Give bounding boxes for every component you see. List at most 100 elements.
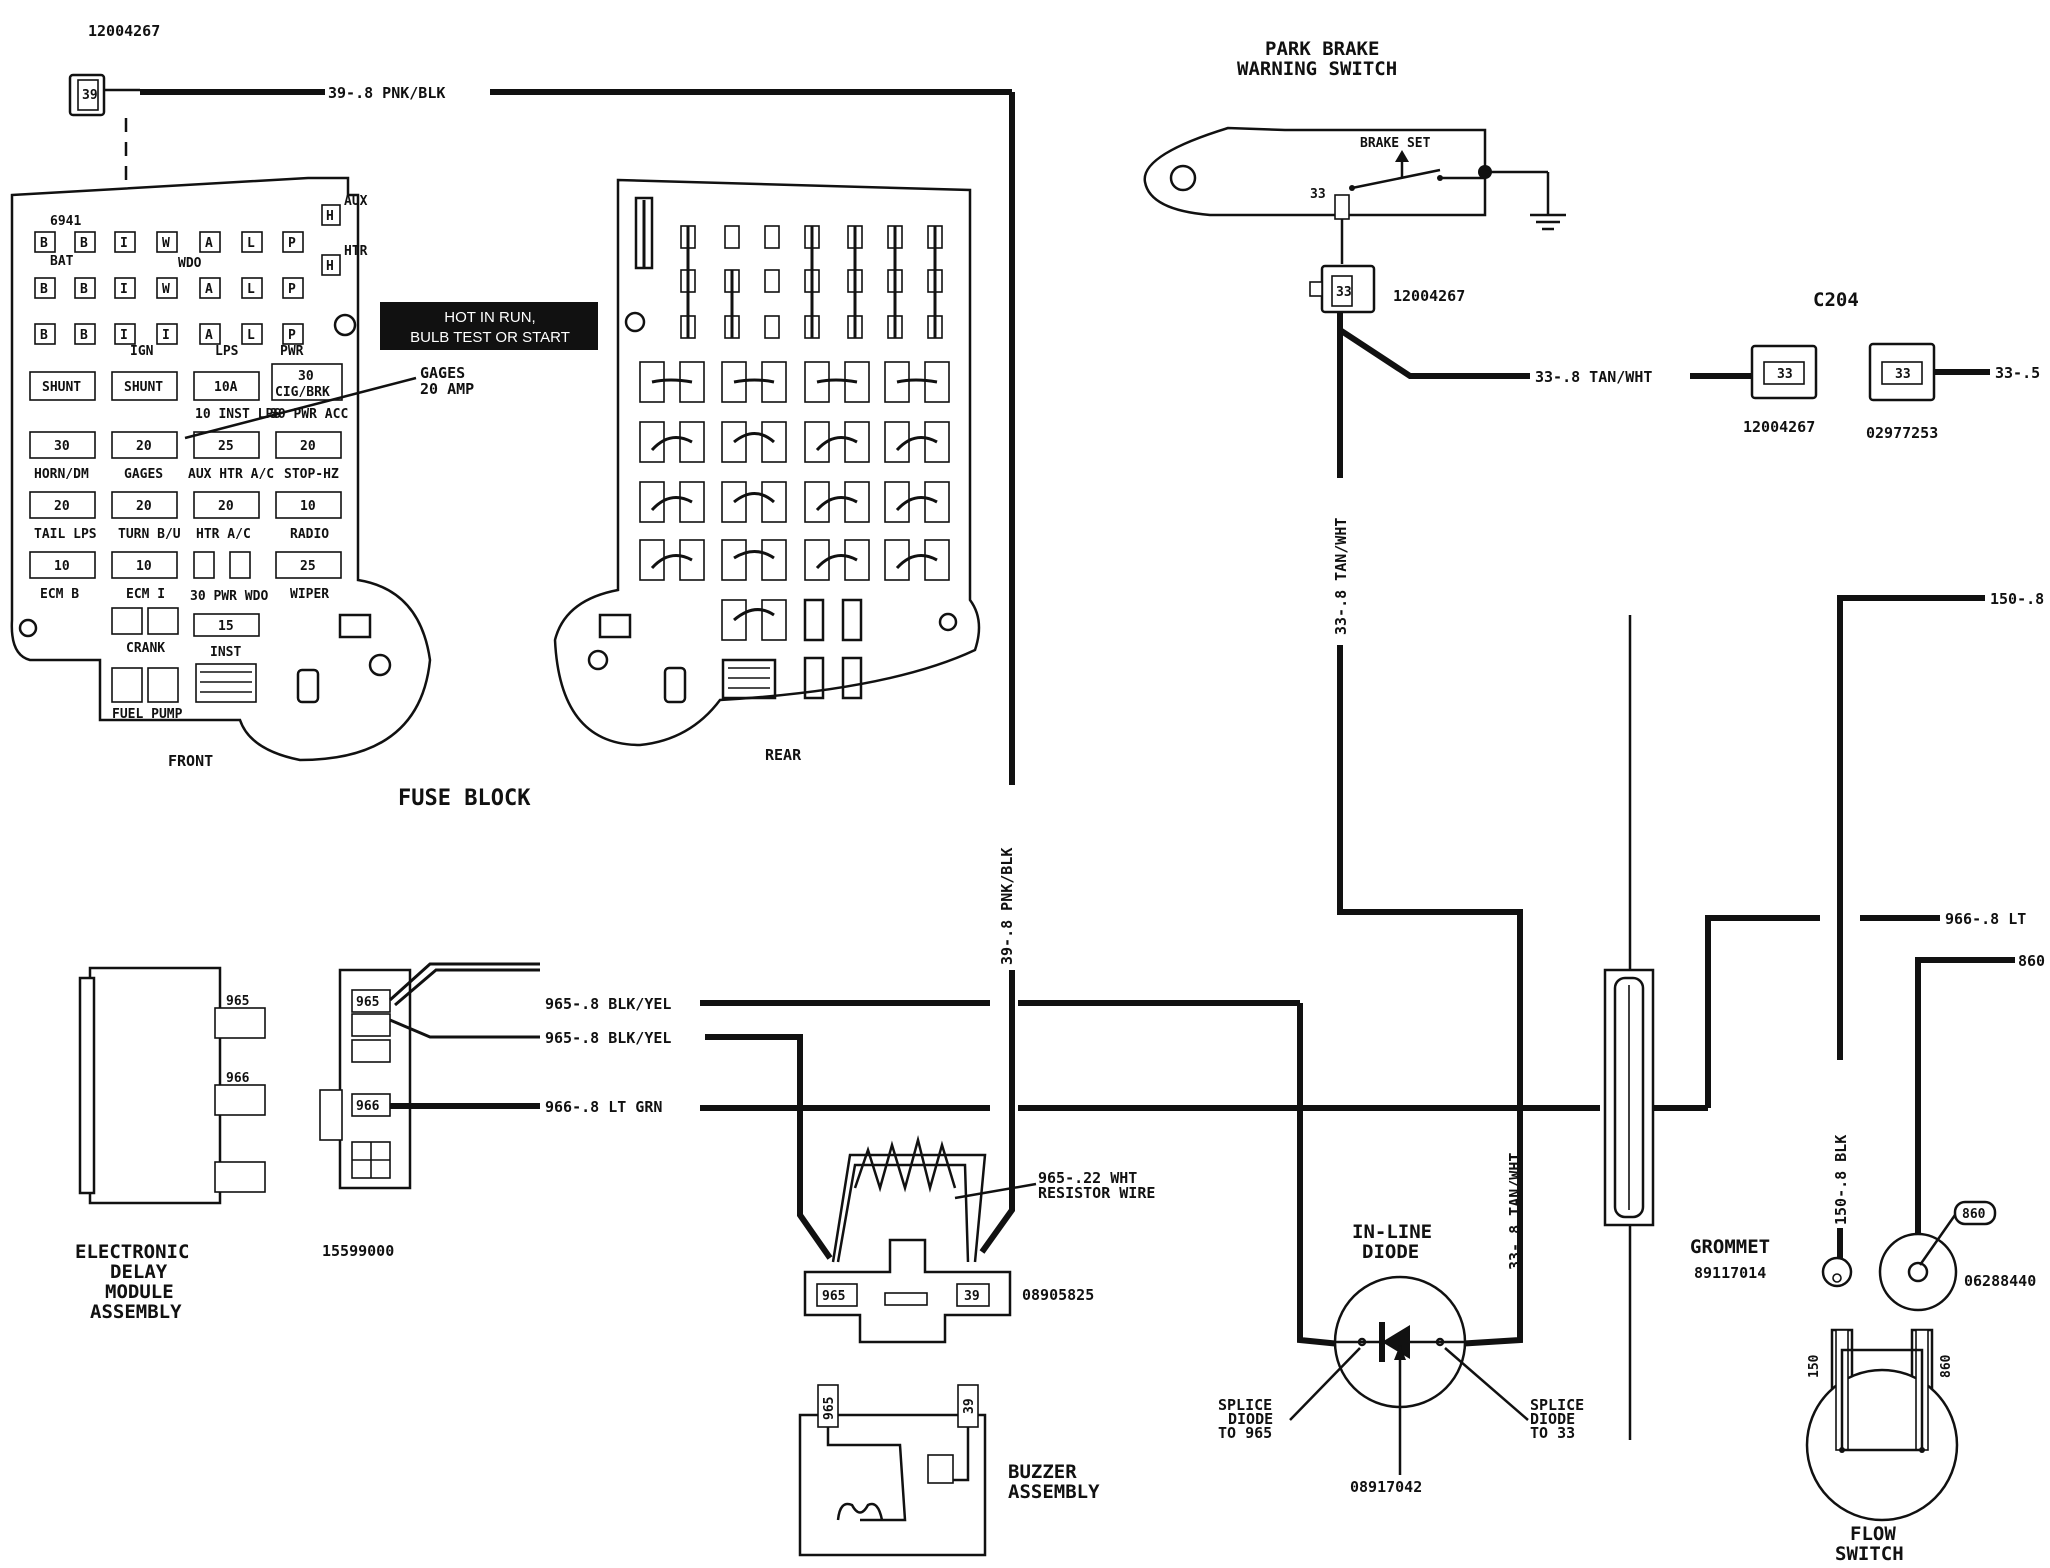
diode-part: 08917042 — [1350, 1478, 1422, 1496]
diode-splice-l2: DIODE — [1228, 1410, 1273, 1428]
fuse-9-val: 20 — [136, 499, 152, 514]
fuse-3-val: 30 — [298, 369, 314, 384]
letter-r1-6: P — [288, 236, 296, 251]
c204-right-part: 02977253 — [1866, 424, 1938, 442]
wire-965-upper: 965-.8 BLK/YEL — [388, 962, 1351, 1348]
park-brake-title1: PARK BRAKE — [1265, 38, 1379, 60]
edm-label3: MODULE — [105, 1281, 174, 1303]
edm-label2: DELAY — [110, 1261, 168, 1283]
park-brake-switch: PARK BRAKE WARNING SWITCH BRAKE SET 33 — [1143, 38, 1566, 264]
fuse-row-4: 10 ECM B 10 ECM I 30 PWR WDO 25 WIPER — [29, 551, 342, 604]
letter-r1-2: I — [120, 236, 128, 251]
hot-in-run-callout: HOT IN RUN, BULB TEST OR START — [380, 302, 598, 350]
fuse-side-h1: H — [326, 209, 334, 224]
top-connector-part: 12004267 — [88, 22, 160, 40]
buzzer-label1: BUZZER — [1008, 1461, 1077, 1483]
top-connector-pin: 39 — [82, 88, 98, 103]
fuse-6-label: AUX HTR A/C — [188, 467, 274, 482]
park-brake-pin: 33 — [1310, 187, 1326, 202]
c204-left-part: 12004267 — [1743, 418, 1815, 436]
connector-15599000: 965 966 15599000 — [319, 968, 412, 1260]
park-brake-title2: WARNING SWITCH — [1237, 58, 1397, 80]
fuse-4-label: HORN/DM — [34, 467, 89, 482]
diode-title2: DIODE — [1362, 1241, 1419, 1263]
edm-pin-966: 966 — [226, 1071, 250, 1086]
fuse-side-h2: H — [326, 259, 334, 274]
fuse-header-wdo: WDO — [178, 256, 202, 271]
resistor-pin-39: 39 — [964, 1289, 980, 1304]
resistor-assembly: 965-.22 WHT RESISTOR WIRE 965 39 0890582… — [803, 1135, 1155, 1344]
letter-r1-5: L — [247, 236, 255, 251]
diode-splice-r3: TO 33 — [1530, 1424, 1575, 1442]
letter-r1-4: A — [205, 236, 213, 251]
wire-966r-label: 966-.8 LT — [1945, 910, 2026, 928]
c204-wire-right: 33-.5 — [1995, 364, 2040, 382]
in-line-diode: IN-LINE DIODE 08917042 SPLICE DIODE TO 9… — [1218, 1221, 1584, 1496]
letter-row-2: B B I W A L P — [34, 277, 304, 299]
flow-switch-pin-150: 150 — [1807, 1354, 1822, 1378]
fuse-side-htr: HTR — [344, 244, 368, 259]
letter-r3-2: I — [120, 328, 128, 343]
fuse-9-label: TURN B/U — [118, 527, 181, 542]
fuse-inst: INST — [210, 645, 241, 660]
letter-r2-2: I — [120, 282, 128, 297]
c204-pin-right: 33 — [1895, 367, 1911, 382]
letter-row-1: B B I W A L P — [34, 231, 304, 253]
fuse-header-6941: 6941 — [50, 214, 81, 229]
fuse-fuel-pump: FUEL PUMP — [112, 707, 183, 722]
fuse-13-label: ECM I — [126, 587, 165, 602]
fuse-12-label: ECM B — [40, 587, 79, 602]
conn15599-part: 15599000 — [322, 1242, 394, 1260]
c204-connector: C204 33 12004267 33 02977253 33-.5 — [1743, 289, 2040, 442]
wire-33-label: 33-.8 TAN/WHT — [1535, 368, 1652, 386]
fuse-14-label: 30 PWR WDO — [190, 589, 268, 604]
letter-r2-1: B — [80, 282, 88, 297]
wire-33-tan-wht: 33-.8 TAN/WHT 33-.8 TAN/WHT 33-.8 TAN/WH… — [1332, 312, 1760, 1348]
flow-switch-label1: FLOW — [1850, 1523, 1896, 1545]
rear-slots — [639, 225, 950, 641]
wire-33-vertical-label: 33-.8 TAN/WHT — [1332, 518, 1350, 635]
brake-connector-pin: 33 — [1336, 285, 1352, 300]
fuse-row-5: CRANK 15 INST FUEL PUMP — [111, 607, 260, 722]
letter-r3-5: L — [247, 328, 255, 343]
fuse-7-val: 20 — [300, 439, 316, 454]
fuse-header-ign: IGN — [130, 344, 154, 359]
wire-965-lower: 965-.8 BLK/YEL — [389, 1018, 833, 1260]
fuse-pwr-acc: 30 PWR ACC — [270, 407, 348, 422]
fuse-row-2: 30 HORN/DM 20 GAGES 25 AUX HTR A/C 20 ST… — [29, 431, 342, 482]
wire-966-lt-grn: 966-.8 LT GRN 966-.8 LT — [390, 910, 2026, 1116]
fuse-10-val: 20 — [218, 499, 234, 514]
fuse-4-val: 30 — [54, 439, 70, 454]
buzzer-pin-39: 39 — [962, 1398, 977, 1414]
resistor-pin-965: 965 — [822, 1289, 845, 1304]
fuse-block-title: FUSE BLOCK — [398, 786, 531, 811]
fuse-block-front: H AUX H HTR 6941 BAT WDO IGN LPS PWR B B… — [10, 176, 432, 770]
buzzer-pin-965: 965 — [822, 1397, 837, 1420]
letter-r3-4: A — [205, 328, 213, 343]
letter-row-3: B B I I A L P — [34, 323, 304, 345]
letter-r1-3: W — [162, 236, 170, 251]
letter-r2-6: P — [288, 282, 296, 297]
edm-label1: ELECTRONIC — [75, 1241, 189, 1263]
diode-splice-l3: TO 965 — [1218, 1424, 1272, 1442]
fuse-block-rear: REAR — [553, 178, 981, 764]
fuse-block-rear-label: REAR — [765, 746, 802, 764]
fuse-10-label: HTR A/C — [196, 527, 251, 542]
wire-860: 860 860 06288440 — [1878, 952, 2045, 1312]
fuse-11-val: 10 — [300, 499, 316, 514]
fuse-15-label: WIPER — [290, 587, 329, 602]
fuse-12-val: 10 — [54, 559, 70, 574]
brake-connector-part: 12004267 — [1393, 287, 1465, 305]
wire-966-label: 966-.8 LT GRN — [545, 1098, 662, 1116]
fuse-header-pwr: PWR — [280, 344, 304, 359]
wire-150-vertical-label: 150-.8 BLK — [1832, 1135, 1850, 1225]
flow-switch-part: 06288440 — [1964, 1272, 2036, 1290]
wire-150: 150-.8 150-.8 BLK — [1821, 590, 2044, 1288]
letter-r2-4: A — [205, 282, 213, 297]
wire-150-label: 150-.8 — [1990, 590, 2044, 608]
grommet-part: 89117014 — [1694, 1264, 1766, 1282]
fuse-3-label: CIG/BRK — [275, 385, 330, 400]
top-connector: 12004267 39 — [68, 22, 160, 210]
wire-39-label: 39-.8 PNK/BLK — [328, 84, 445, 102]
